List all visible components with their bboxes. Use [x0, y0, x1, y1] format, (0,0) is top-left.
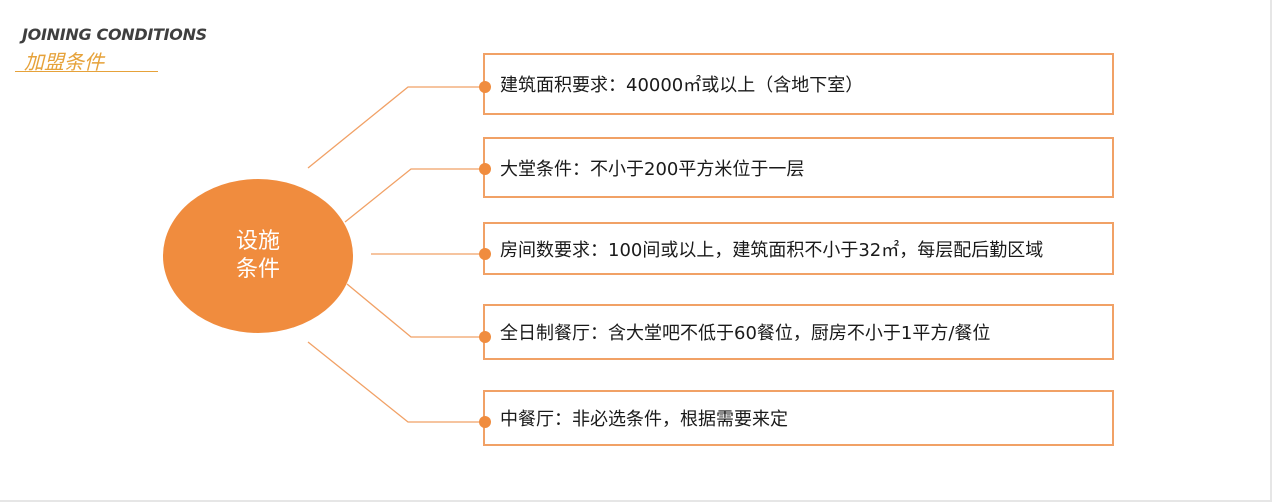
- condition-text-2: 大堂条件：不小于200平方米位于一层: [500, 158, 805, 180]
- condition-box-1: 建筑面积要求：40000㎡或以上（含地下室）: [483, 53, 1114, 115]
- hub-label: 设施条件: [235, 229, 280, 282]
- hub-circle: 设施条件: [163, 179, 353, 333]
- condition-box-2: 大堂条件：不小于200平方米位于一层: [483, 137, 1114, 198]
- title-underline: [15, 71, 158, 72]
- condition-text-5: 中餐厅：非必选条件，根据需要来定: [500, 409, 788, 430]
- condition-box-3: 房间数要求：100间或以上，建筑面积不小于32㎡，每层配后勤区域: [483, 222, 1114, 275]
- condition-text-4: 全日制餐厅：含大堂吧不低于60餐位，厨房不小于1平方/餐位: [500, 323, 991, 344]
- connector-dot-5: [479, 416, 491, 428]
- connector-dot-2: [479, 163, 491, 175]
- connector-dot-4: [479, 331, 491, 343]
- condition-box-5: 中餐厅：非必选条件，根据需要来定: [483, 390, 1114, 446]
- connector-line-4: [346, 283, 484, 338]
- english-title: JOINING CONDITIONS: [22, 25, 207, 44]
- connector-line-2: [344, 168, 484, 223]
- connector-dot-3: [479, 248, 491, 260]
- connector-dot-1: [479, 81, 491, 93]
- condition-box-4: 全日制餐厅：含大堂吧不低于60餐位，厨房不小于1平方/餐位: [483, 304, 1114, 360]
- connector-line-5: [307, 341, 484, 423]
- connector-line-1: [307, 86, 484, 169]
- condition-text-3: 房间数要求：100间或以上，建筑面积不小于32㎡，每层配后勤区域: [500, 239, 1044, 261]
- condition-text-1: 建筑面积要求：40000㎡或以上（含地下室）: [500, 75, 864, 96]
- chinese-title: 加盟条件: [24, 50, 104, 74]
